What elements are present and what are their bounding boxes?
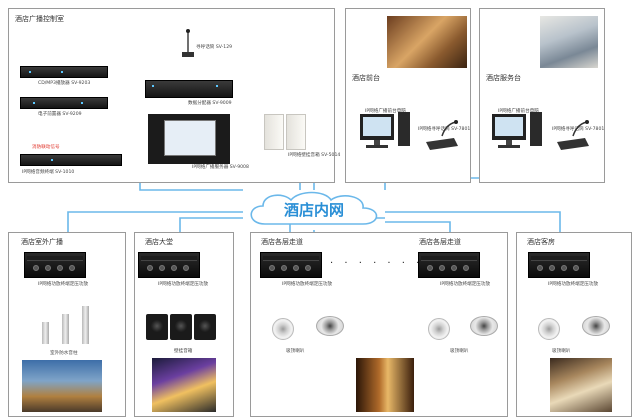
front-desk-title: 酒店前台 [352, 74, 380, 82]
zone-guestroom-title: 酒店客房 [527, 238, 555, 246]
zone-guestroom-speaker-label: 吸顶喇叭 [552, 349, 571, 354]
column-speaker-icon [82, 306, 89, 344]
zone-corridor-amplifier-a [260, 252, 322, 278]
ceiling-speaker-icon [582, 316, 610, 336]
zone-outdoor-speaker-label: 室外防水音柱 [50, 351, 78, 356]
server-label: IP网络广播服务器 SV-9008 [192, 165, 249, 170]
control-room-title: 酒店广播控制室 [15, 15, 64, 23]
service-desk-computer-icon [492, 112, 548, 156]
zone-corridor-amp-label-a: IP网络功放终端定压功放 [282, 282, 333, 287]
server-device [148, 114, 230, 164]
zone-corridor-amplifier-b [418, 252, 480, 278]
service-desk-paging-mic-icon [555, 120, 591, 150]
zone-corridor-title-a: 酒店各层走道 [261, 238, 303, 246]
zone-outdoor-amp-label: IP网络功放终端定压功放 [38, 282, 89, 287]
network-cloud-icon [250, 191, 378, 225]
ellipsis-dots: · · · · · · · [330, 258, 424, 269]
cd-player-label: CD/MP3播放器 SV-9203 [38, 81, 91, 86]
paging-mic-icon [181, 28, 195, 58]
cd-player-device [20, 66, 108, 78]
ceiling-speaker-icon [538, 318, 560, 340]
zone-corridor-speaker-label-b: 吸顶喇叭 [450, 349, 469, 354]
ceiling-speaker-icon [428, 318, 450, 340]
preamp-label: 电子前置器 SV-9209 [38, 112, 82, 117]
zone-corridor-title-b: 酒店各层走道 [419, 238, 461, 246]
service-desk-title: 酒店服务台 [486, 74, 521, 82]
zone-lobby-speaker-label: 壁挂音箱 [174, 349, 193, 354]
front-desk-computer-icon [360, 112, 416, 156]
zone-outdoor-amplifier [24, 252, 86, 278]
zone-guestroom-photo [550, 358, 612, 412]
ceiling-speaker-icon [316, 316, 344, 336]
service-desk-photo [540, 16, 598, 68]
zone-outdoor-title: 酒店室外广播 [21, 238, 63, 246]
zone-lobby-photo [152, 358, 216, 412]
ceiling-speaker-icon [470, 316, 498, 336]
terminal-label: IP网络音频终端 SV-1010 [22, 170, 75, 175]
matrix-label: 数据分配器 SV-9009 [188, 101, 232, 106]
column-speaker-icon [42, 322, 49, 344]
fire-signal-label: 消防联动信号 [32, 145, 60, 150]
zone-guestroom-amplifier [528, 252, 590, 278]
front-desk-paging-mic-icon [424, 120, 460, 150]
wall-speaker-pair-icon [262, 114, 308, 150]
ceiling-speaker-icon [272, 318, 294, 340]
zone-lobby-amplifier [138, 252, 200, 278]
zone-lobby-amp-label: IP网络功放终端定压功放 [158, 282, 209, 287]
zone-corridor-speaker-label-a: 吸顶喇叭 [286, 349, 305, 354]
zone-corridor-photo [356, 358, 414, 412]
mic-label: 寻呼话筒 SV-129 [196, 45, 233, 50]
front-desk-photo [387, 16, 467, 68]
box-speaker-icon [194, 314, 216, 340]
front-desk-mic-label: IP网络寻呼话筒 SV-7801 [418, 127, 471, 132]
box-speaker-icon [146, 314, 168, 340]
zone-corridor-amp-label-b: IP网络功放终端定压功放 [440, 282, 491, 287]
preamp-device [20, 97, 108, 109]
column-speaker-icon [62, 314, 69, 344]
zone-lobby-title: 酒店大堂 [145, 238, 173, 246]
matrix-device [145, 80, 233, 98]
terminal-device [20, 154, 122, 166]
service-desk-mic-label: IP网络寻呼话筒 SV-7801 [552, 127, 605, 132]
front-desk-pc-label: IP网络广播前台电脑 [365, 109, 406, 114]
zone-guestroom-amp-label: IP网络功放终端定压功放 [548, 282, 599, 287]
service-desk-pc-label: IP网络广播前台电脑 [498, 109, 539, 114]
network-label: 酒店内网 [283, 201, 344, 219]
zone-outdoor-photo [22, 360, 102, 412]
box-speaker-icon [170, 314, 192, 340]
wall-speaker-label: IP网络壁挂音箱 SV-5014 [288, 153, 341, 158]
